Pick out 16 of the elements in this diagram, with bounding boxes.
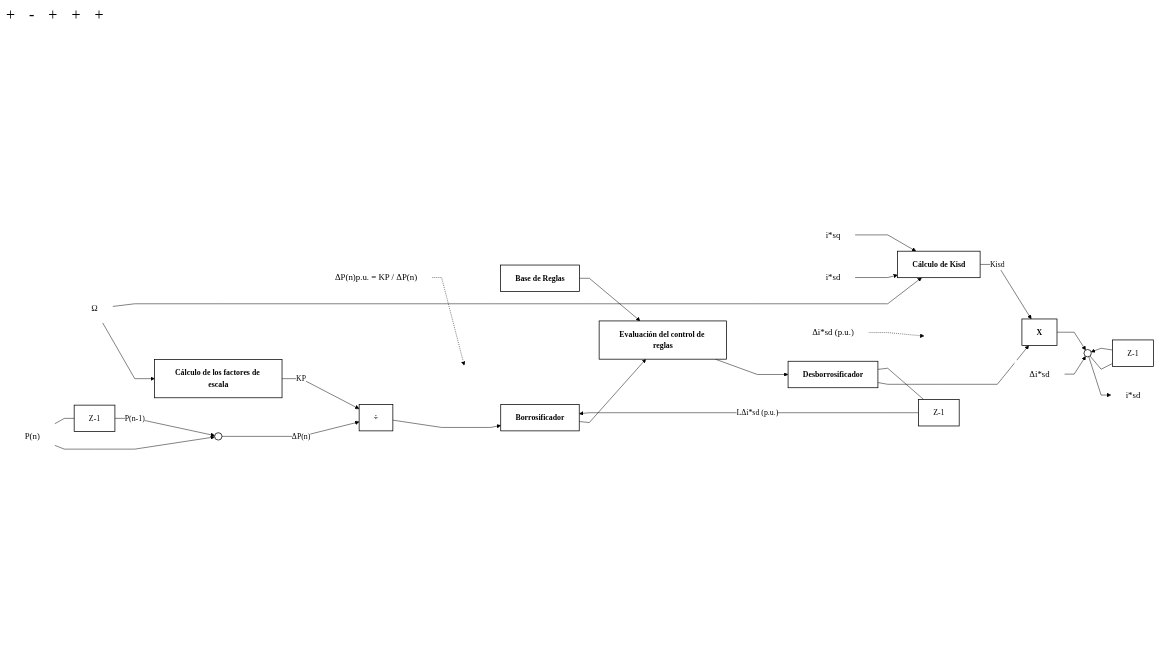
node-text: i*sd — [825, 272, 841, 283]
node-text: Δi*sd (p.u.) — [812, 327, 854, 338]
sign-label: - — [29, 6, 35, 25]
node-text: Ω — [91, 303, 98, 314]
node-circle — [214, 432, 223, 441]
sign-label: + — [6, 6, 16, 25]
node-circle — [1083, 349, 1092, 358]
connector — [877, 367, 924, 400]
sign-label: + — [71, 6, 81, 25]
sign-label: + — [94, 6, 104, 25]
node-text: i*sd — [1125, 389, 1141, 400]
node-text: ΔP(n)p.u. = KP / ΔP(n) — [334, 272, 418, 283]
node-text: Δi*sd — [1029, 368, 1050, 379]
node-text: P(n) — [24, 431, 40, 441]
node-text: i*sq — [825, 229, 841, 240]
sign-label: + — [48, 6, 58, 25]
